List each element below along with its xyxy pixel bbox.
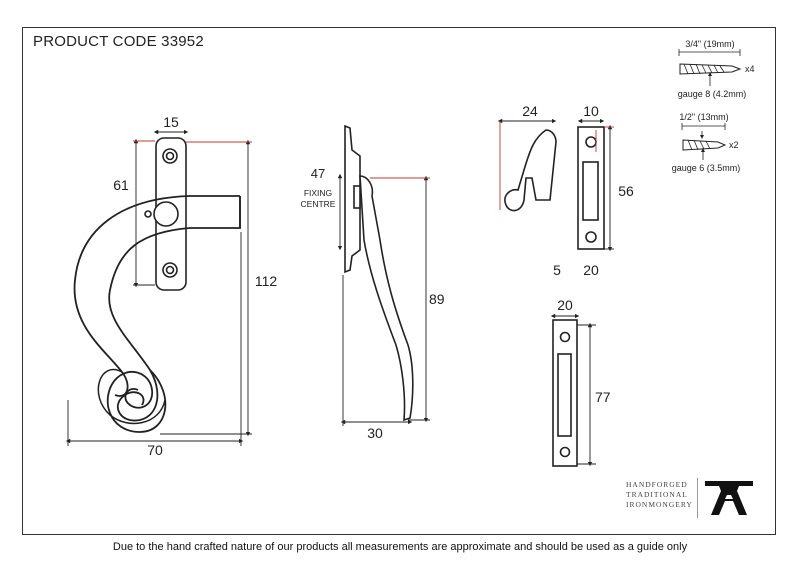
product-code-title: PRODUCT CODE 33952 [33,33,204,50]
handle-dimensions [65,129,252,446]
dim-side-height: 89 [429,291,445,307]
tail-curl [106,369,167,433]
side-arm [359,175,414,422]
screw1-qty: x4 [745,64,755,74]
screw2-gauge: gauge 6 (3.5mm) [672,163,741,173]
handle-side-view [344,124,414,422]
drawing-frame [22,27,776,535]
screw-small [681,123,727,160]
brand-divider [697,478,698,518]
dim-plate-width: 20 [557,297,573,313]
dim-handle-width-top: 15 [163,114,179,130]
handle-front-view [73,137,241,433]
screw1-gauge: gauge 8 (4.2mm) [678,89,747,99]
dim-keep-height: 56 [618,183,634,199]
brand-line-3: IRONMONGERY [626,500,693,509]
plate-dimensions [550,313,596,467]
monkey-tail-arm-outline [108,196,241,422]
keep-dimensions [497,118,614,252]
keep-hook [504,129,557,212]
keep-side-view [504,129,557,212]
side-backplate [344,124,361,274]
screw2-length: 1/2" (13mm) [679,112,728,122]
screw2-qty: x2 [729,140,739,150]
screw-large [678,49,742,86]
handle-boss [153,201,179,227]
dim-keep-plate-width: 10 [583,103,599,119]
brand-tagline: HANDFORGED TRADITIONAL IRONMONGERY [626,480,693,510]
dim-handle-height: 112 [255,273,278,289]
side-dimensions [337,173,430,426]
dim-handle-fixing-height: 61 [113,177,129,193]
side-fixing-label-1: FIXING [304,188,332,198]
dim-keep-projection: 24 [522,103,538,119]
brand-line-1: HANDFORGED [626,480,688,489]
brand-line-2: TRADITIONAL [626,490,688,499]
side-fixing-label-2: CENTRE [301,199,336,209]
dim-side-fixing: 47 [311,166,325,181]
dim-keep-plate-base: 20 [583,262,599,278]
anvil-logo-icon [705,481,753,515]
dim-plate-height: 77 [595,389,611,405]
dim-handle-length: 70 [147,442,163,458]
footer-disclaimer: Due to the hand crafted nature of our pr… [112,541,688,553]
keep-plate-view [577,126,605,250]
dim-keep-depth: 5 [553,262,561,278]
screw1-length: 3/4" (19mm) [685,39,734,49]
mortice-plate [552,319,578,467]
dim-side-projection: 30 [367,425,383,441]
